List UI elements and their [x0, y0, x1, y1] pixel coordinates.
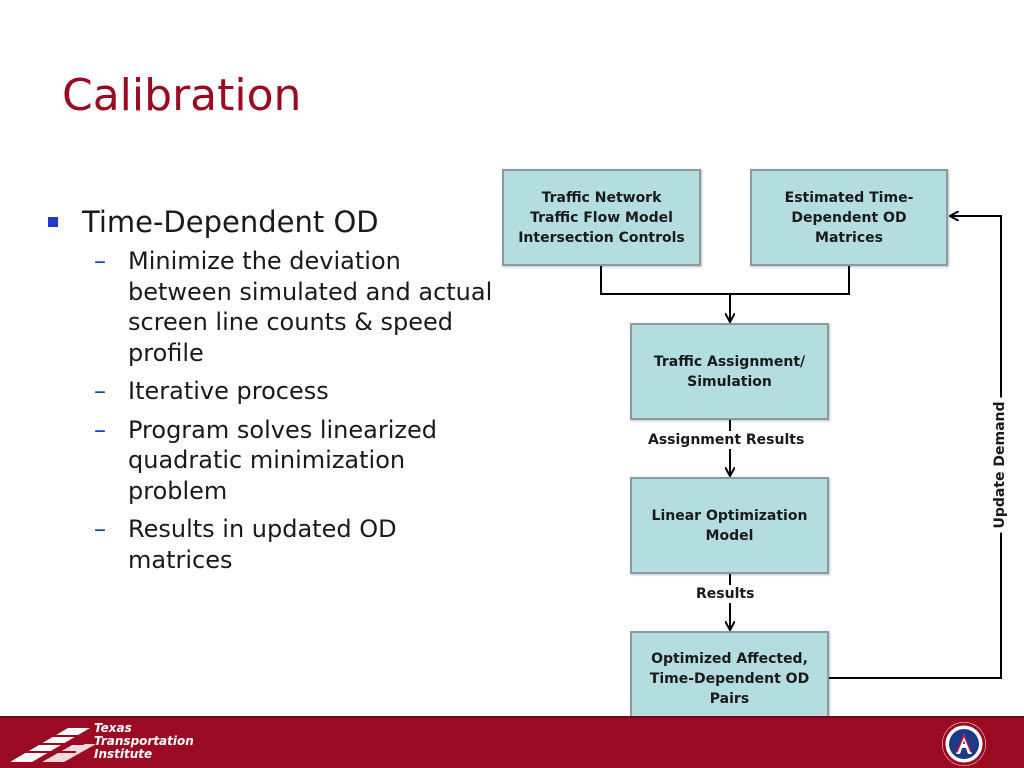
tti-line-2: Transportation — [94, 734, 194, 748]
sub-bullet-text: Minimize the deviation between simulated… — [128, 247, 493, 367]
slide-title: Calibration — [62, 70, 302, 121]
sub-bullet: – Iterative process — [44, 376, 494, 407]
results-label: Results — [694, 585, 757, 603]
tti-line-3: Institute — [94, 747, 153, 761]
sub-bullet-text: Iterative process — [128, 377, 329, 405]
university-seal-icon — [942, 722, 986, 766]
optimized-affected-box: Optimized Affected, Time-Dependent OD Pa… — [630, 631, 829, 727]
feedback-loop-arrow — [829, 216, 1002, 679]
linear-optimization-box: Linear Optimization Model — [630, 477, 829, 574]
dash-bullet-icon: – — [94, 415, 106, 444]
sub-bullet-text: Results in updated OD matrices — [128, 515, 397, 574]
tti-logo — [10, 728, 96, 762]
traffic-assignment-box: Traffic Assignment/ Simulation — [630, 323, 829, 420]
footer-bar: Texas Transportation Institute — [0, 716, 1024, 768]
sub-bullet: – Results in updated OD matrices — [44, 514, 494, 575]
tti-wordmark: Texas Transportation Institute — [94, 722, 194, 761]
dash-bullet-icon: – — [94, 377, 106, 405]
dash-bullet-icon: – — [94, 247, 106, 275]
dash-bullet-icon: – — [94, 515, 106, 543]
update-demand-label: Update Demand — [992, 397, 1008, 533]
bullet-list: Time-Dependent OD – Minimize the deviati… — [44, 204, 494, 583]
bullet-main-text: Time-Dependent OD — [82, 205, 379, 239]
sub-bullet-text: Program solves linearized quadratic mini… — [128, 415, 437, 505]
sub-bullet: – Minimize the deviation between simulat… — [44, 246, 494, 368]
assignment-results-label: Assignment Results — [646, 431, 807, 449]
traffic-network-box: Traffic Network Traffic Flow Model Inter… — [502, 169, 701, 266]
merge-connector — [600, 265, 850, 295]
tti-line-1: Texas — [94, 721, 132, 735]
sub-bullet: – Program solves linearized quadratic mi… — [44, 415, 494, 507]
estimated-od-box: Estimated Time- Dependent OD Matrices — [750, 169, 948, 266]
square-bullet-icon — [48, 217, 58, 227]
bullet-main: Time-Dependent OD — [44, 204, 494, 240]
